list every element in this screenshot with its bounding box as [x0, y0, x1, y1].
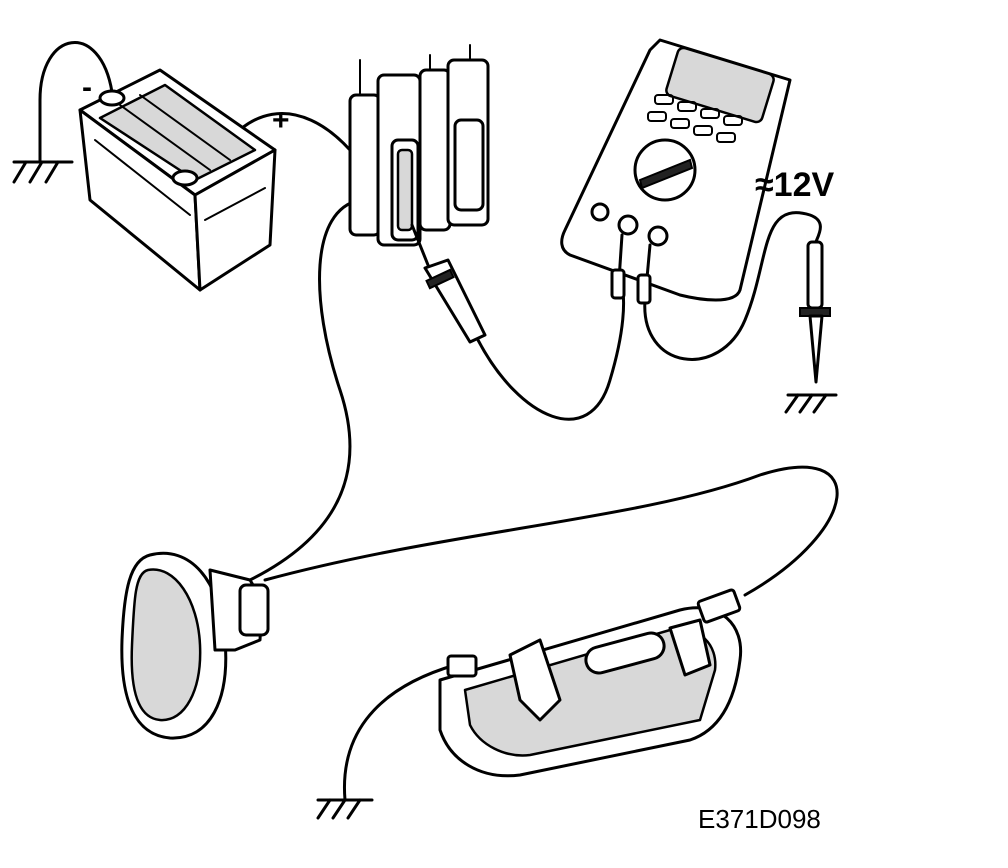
fusebox-to-switch-wire — [248, 198, 362, 582]
switch-icon — [120, 551, 270, 740]
ground-symbol-icon — [12, 160, 74, 184]
voltage-reading-label: ≈12V — [755, 166, 834, 204]
battery-positive-label: + — [272, 104, 290, 137]
meter-to-ground-probe-wire — [643, 211, 822, 361]
battery-ground-wire — [38, 41, 114, 162]
probe-to-meter-wire — [476, 283, 626, 421]
battery-icon — [78, 68, 277, 292]
switch-to-lamp-wire — [263, 465, 839, 597]
lamp-ground-wire — [342, 663, 457, 802]
ground-symbol-icon — [316, 798, 374, 820]
ground-symbol-icon — [784, 393, 838, 414]
fuse-box-icon — [348, 44, 490, 247]
multimeter-icon — [560, 38, 792, 305]
test-probe-icon — [410, 223, 487, 344]
figure-code: E371D098 — [698, 804, 821, 834]
battery-negative-label: - — [82, 71, 92, 104]
lamp-unit-icon — [438, 588, 743, 778]
test-probe-icon — [799, 240, 831, 384]
